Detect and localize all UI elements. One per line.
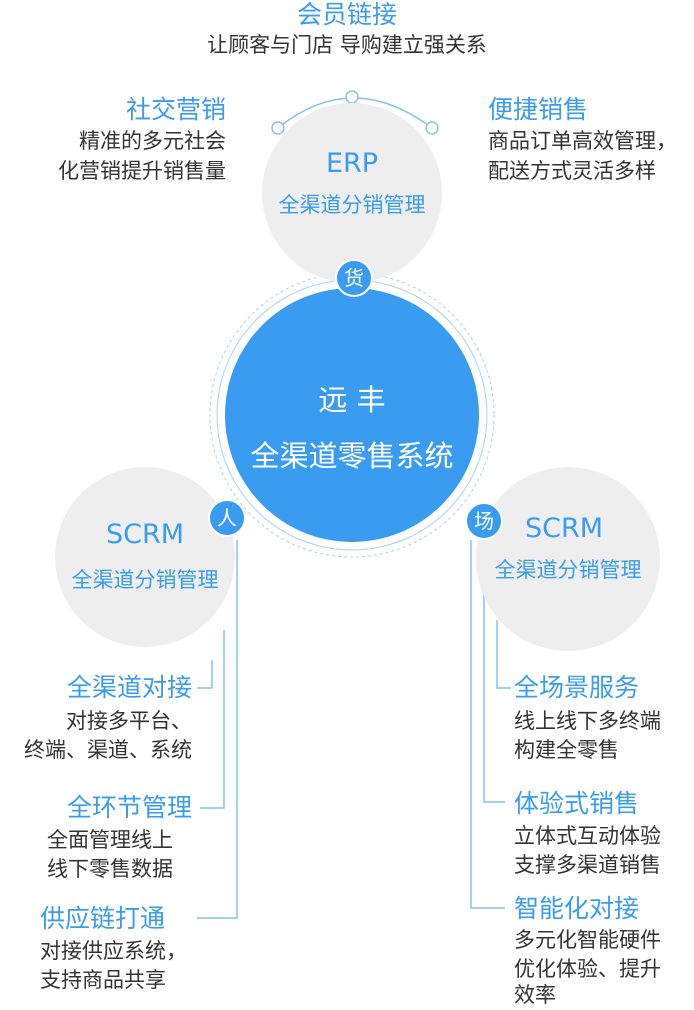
right-item-title: 体验式销售 (514, 789, 640, 818)
arc-dot (425, 121, 439, 135)
left-item-line: 对接供应系统， (40, 939, 187, 963)
left-item-line: 对接多平台、 (66, 709, 192, 733)
right-item-line: 立体式互动体验 (514, 824, 661, 848)
left-item-line: 全面管理线上 (47, 828, 173, 852)
scrm-right-label: 全渠道分销管理 (494, 558, 642, 582)
scrm-left-label: 全渠道分销管理 (71, 568, 219, 592)
center-line1: 远 丰 (318, 383, 386, 417)
right-item-line: 线上线下多终端 (514, 709, 661, 733)
badge-place: 场 (465, 502, 503, 540)
right-item-line: 多元化智能硬件 (514, 928, 661, 952)
right-item-line: 支撑多渠道销售 (514, 853, 661, 877)
left-item-title: 供应链打通 (40, 904, 166, 933)
scrm-left-circle (55, 467, 235, 647)
upper-right-line: 商品订单高效管理， (488, 129, 677, 153)
erp-label: 全渠道分销管理 (278, 193, 426, 217)
right-item-title: 全场景服务 (514, 673, 640, 702)
top-title: 会员链接 (296, 0, 397, 29)
center-circle (225, 288, 479, 542)
left-item-title: 全环节管理 (66, 793, 192, 822)
erp-name: ERP (325, 148, 379, 179)
center-line2: 全渠道零售系统 (250, 439, 454, 473)
upper-right-line: 配送方式灵活多样 (488, 159, 656, 183)
left-item-line: 线下零售数据 (47, 857, 173, 881)
upper-left-line: 精准的多元社会 (79, 129, 226, 153)
arc-dot (271, 121, 285, 135)
scrm-right-name: SCRM (524, 513, 604, 544)
scrm-left-name: SCRM (105, 519, 185, 550)
right-item-line: 效率 (514, 983, 556, 1007)
right-item-line: 构建全零售 (514, 738, 619, 762)
badge-people: 人 (208, 499, 246, 537)
upper-right-title: 便捷销售 (488, 95, 589, 124)
top-subtitle: 让顾客与门店 导购建立强关系 (207, 33, 487, 57)
scrm-right-circle (476, 467, 660, 651)
left-item-line: 支持商品共享 (40, 968, 166, 992)
right-item-line: 优化体验、提升 (514, 957, 661, 981)
badge-goods: 货 (335, 259, 373, 297)
upper-left-title: 社交营销 (125, 95, 226, 124)
right-item-title: 智能化对接 (514, 894, 640, 923)
left-item-line: 终端、渠道、系统 (24, 738, 192, 762)
upper-left-line: 化营销提升销售量 (58, 159, 226, 183)
erp-circle (262, 103, 442, 283)
left-item-title: 全渠道对接 (66, 673, 192, 702)
arc-dot (345, 90, 359, 104)
